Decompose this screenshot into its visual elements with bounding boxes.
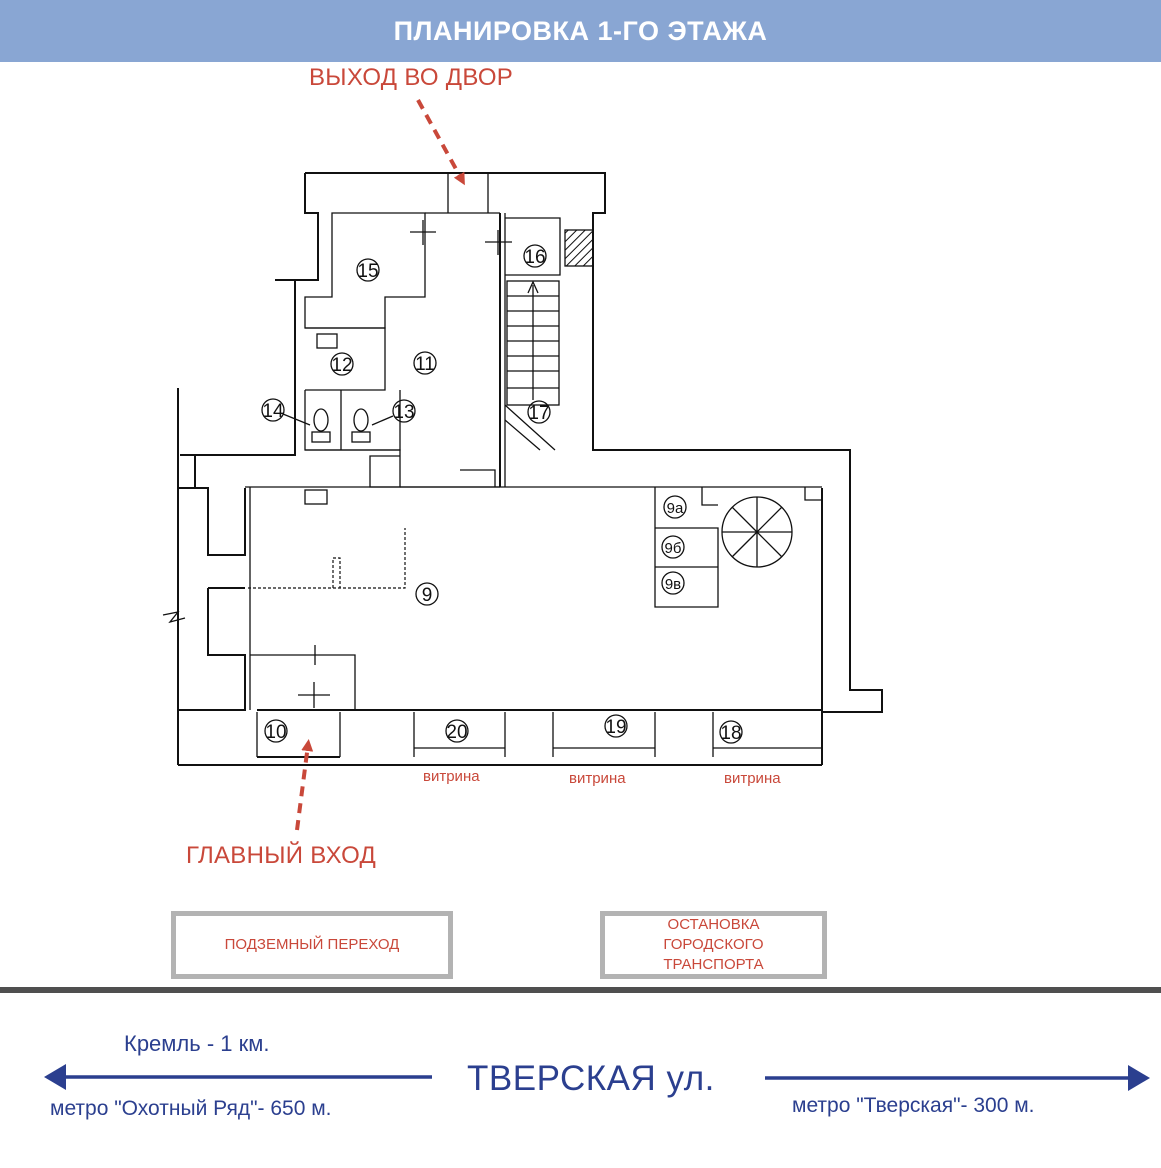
- svg-text:11: 11: [415, 354, 435, 375]
- front-showcases: [256, 709, 822, 758]
- svg-text:9б: 9б: [665, 540, 682, 557]
- svg-text:9в: 9в: [665, 576, 681, 593]
- underpass-box: ПОДЗЕМНЫЙ ПЕРЕХОД: [171, 911, 453, 979]
- svg-text:17: 17: [528, 403, 549, 424]
- svg-text:10: 10: [265, 722, 286, 743]
- room-14: 14: [261, 398, 311, 426]
- showcase-label: витрина: [569, 770, 626, 787]
- room-10: 10: [264, 719, 288, 743]
- street-name: ТВЕРСКАЯ ул.: [467, 1059, 715, 1098]
- room-9b: 9б: [661, 535, 685, 559]
- metro-okhotny-distance: метро "Охотный Ряд"- 650 м.: [50, 1097, 332, 1120]
- underpass-label: ПОДЗЕМНЫЙ ПЕРЕХОД: [224, 936, 400, 953]
- room-13: 13: [371, 399, 416, 426]
- room-numbers: 15 16 12 11 14 13 17 9а 9б 9в 9 10 20 19…: [261, 244, 743, 744]
- bus-stop-label: ОСТАНОВКА ГОРОДСКОГО ТРАНСПОРТА: [663, 916, 764, 973]
- courtyard-exit-label: ВЫХОД ВО ДВОР: [309, 64, 514, 91]
- svg-text:14: 14: [262, 401, 284, 422]
- room-16: 16: [523, 244, 547, 268]
- street-left-arrow: [44, 1064, 432, 1090]
- svg-text:18: 18: [720, 723, 741, 744]
- main-entrance-label: ГЛАВНЫЙ ВХОД: [186, 842, 377, 869]
- courtyard-arrow: [416, 99, 465, 186]
- room-15: 15: [356, 258, 380, 282]
- room-18: 18: [719, 720, 743, 744]
- room-9a: 9а: [663, 495, 687, 519]
- room-9v: 9в: [661, 571, 685, 595]
- spiral-stair-lines: [722, 497, 792, 567]
- room-12: 12: [330, 352, 354, 376]
- room-17: 17: [527, 400, 551, 424]
- svg-text:20: 20: [446, 722, 467, 743]
- svg-text:15: 15: [357, 261, 378, 282]
- metro-tverskaya-distance: метро "Тверская"- 300 м.: [792, 1094, 1035, 1117]
- svg-text:16: 16: [524, 247, 545, 268]
- svg-text:9: 9: [422, 585, 433, 606]
- outer-walls: [162, 172, 883, 766]
- room-9: 9: [415, 582, 439, 606]
- main-hall: [245, 486, 822, 710]
- page-title: ПЛАНИРОВКА 1-ГО ЭТАЖА: [0, 0, 1161, 62]
- showcase-label: витрина: [423, 768, 480, 785]
- entrance-arrow: [295, 739, 314, 831]
- room-20: 20: [445, 719, 469, 743]
- kremlin-distance: Кремль - 1 км.: [124, 1031, 270, 1056]
- courtyard-opening: [447, 173, 489, 213]
- svg-text:12: 12: [331, 355, 352, 376]
- svg-text:13: 13: [393, 402, 414, 423]
- room-19: 19: [604, 714, 628, 738]
- svg-text:9а: 9а: [667, 500, 684, 517]
- room-11: 11: [413, 351, 437, 375]
- upper-rooms: [304, 212, 594, 505]
- street-line: [0, 987, 1161, 993]
- bus-stop-box: ОСТАНОВКА ГОРОДСКОГО ТРАНСПОРТА: [600, 911, 827, 979]
- svg-text:19: 19: [605, 717, 626, 738]
- street-right-arrow: [765, 1065, 1150, 1091]
- showcase-label: витрина: [724, 770, 781, 787]
